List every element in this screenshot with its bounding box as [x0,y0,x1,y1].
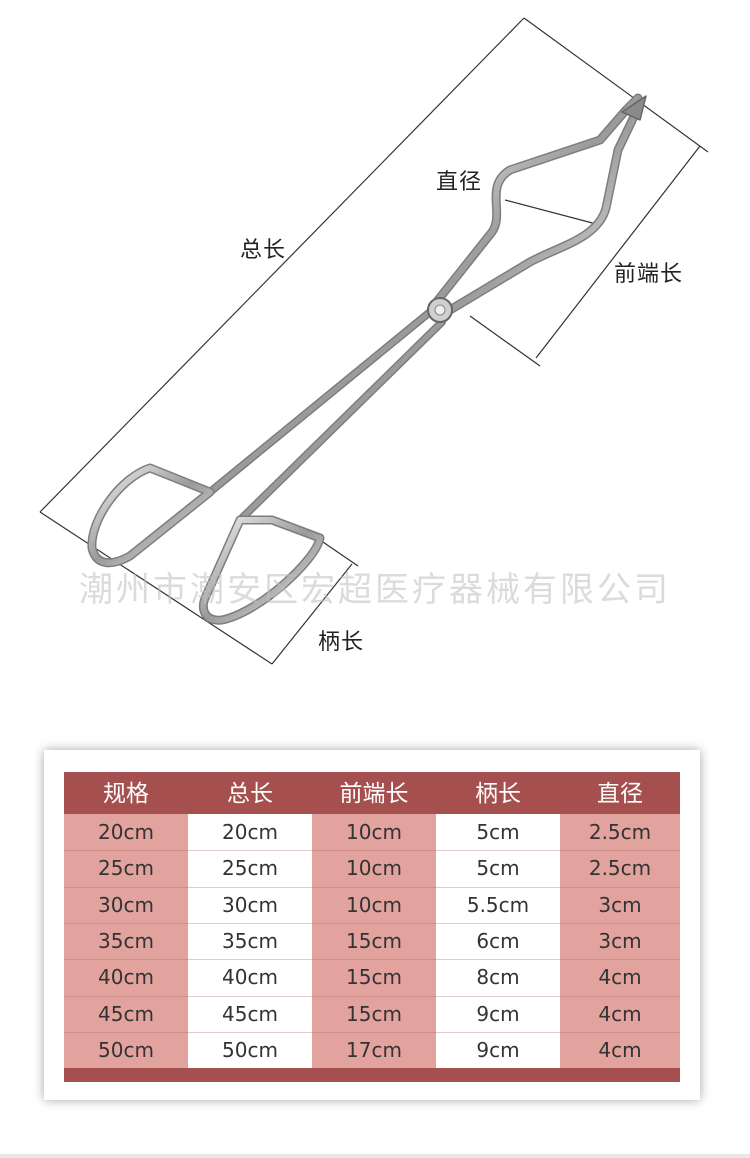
cell-spec: 25cm [98,856,154,881]
cell-diameter: 2.5cm [588,820,652,844]
cell-total-length: 30cm [222,892,278,917]
row-divider [64,995,680,997]
cell-front-length: 15cm [346,965,402,990]
cell-spec: 45cm [98,1001,154,1026]
cell-spec: 50cm [98,1037,154,1062]
label-front-length: 前端长 [614,262,684,287]
label-handle-length: 柄长 [318,630,365,655]
cell-front-length: 17cm [346,1037,402,1062]
cell-spec: 40cm [98,965,154,990]
cell-total-length: 45cm [222,1001,278,1026]
row-divider [64,922,680,924]
header-total-length: 总长 [227,781,273,807]
cell-handle-length: 9cm [476,1037,520,1062]
cell-diameter: 3cm [598,892,642,917]
cell-diameter: 2.5cm [588,856,652,881]
row-divider [64,886,680,888]
handle-length-line [271,563,353,665]
company-watermark: 潮州市潮安区宏超医疗器械有限公司 [79,570,671,610]
cell-diameter: 4cm [598,1001,642,1026]
row-divider [64,1031,680,1033]
cell-spec: 20cm [98,820,154,844]
cell-total-length: 35cm [222,928,278,953]
cell-front-length: 15cm [346,1001,402,1026]
cell-diameter: 3cm [598,928,642,953]
cell-handle-length: 6cm [476,928,520,953]
header-spec: 规格 [103,781,149,807]
cell-total-length: 50cm [222,1037,278,1062]
cell-front-length: 10cm [346,820,402,844]
diameter-line [504,199,601,226]
cell-spec: 30cm [98,892,154,917]
front-length-line [535,145,701,359]
tongs [87,93,647,625]
row-divider [64,850,680,852]
cell-diameter: 4cm [598,965,642,990]
header-diameter: 直径 [597,781,643,807]
total-length-line [39,17,525,513]
cell-front-length: 15cm [346,928,402,953]
cell-total-length: 25cm [222,856,278,881]
header-handle-length: 柄长 [475,781,521,807]
dimension-lines [39,17,709,665]
cell-handle-length: 5cm [476,820,520,844]
label-diameter: 直径 [436,170,483,195]
spec-table-card: 规格 总长 前端长 柄长 直径 20cm 20cm 10cm 5cm 2.5cm 25cm… [44,750,700,1100]
cell-handle-length: 5cm [476,856,520,881]
cell-handle-length: 8cm [476,965,520,990]
cell-front-length: 10cm [346,892,402,917]
cell-handle-length: 5.5cm [466,892,530,917]
cell-diameter: 4cm [598,1037,642,1062]
tongs-illustration [39,17,709,665]
table-header: 规格 总长 前端长 柄长 直径 [64,772,680,814]
label-total-length: 总长 [240,238,287,263]
header-front-length: 前端长 [339,781,409,807]
cell-spec: 35cm [98,928,154,953]
spec-table: 规格 总长 前端长 柄长 直径 20cm 20cm 10cm 5cm 2.5cm 25cm… [64,772,680,1082]
row-divider [64,959,680,961]
bottom-divider [0,1154,750,1158]
table-footer-bar [64,1068,680,1082]
cell-total-length: 20cm [222,820,278,844]
cell-total-length: 40cm [222,965,278,990]
cell-handle-length: 9cm [476,1001,520,1026]
cell-front-length: 10cm [346,856,402,881]
